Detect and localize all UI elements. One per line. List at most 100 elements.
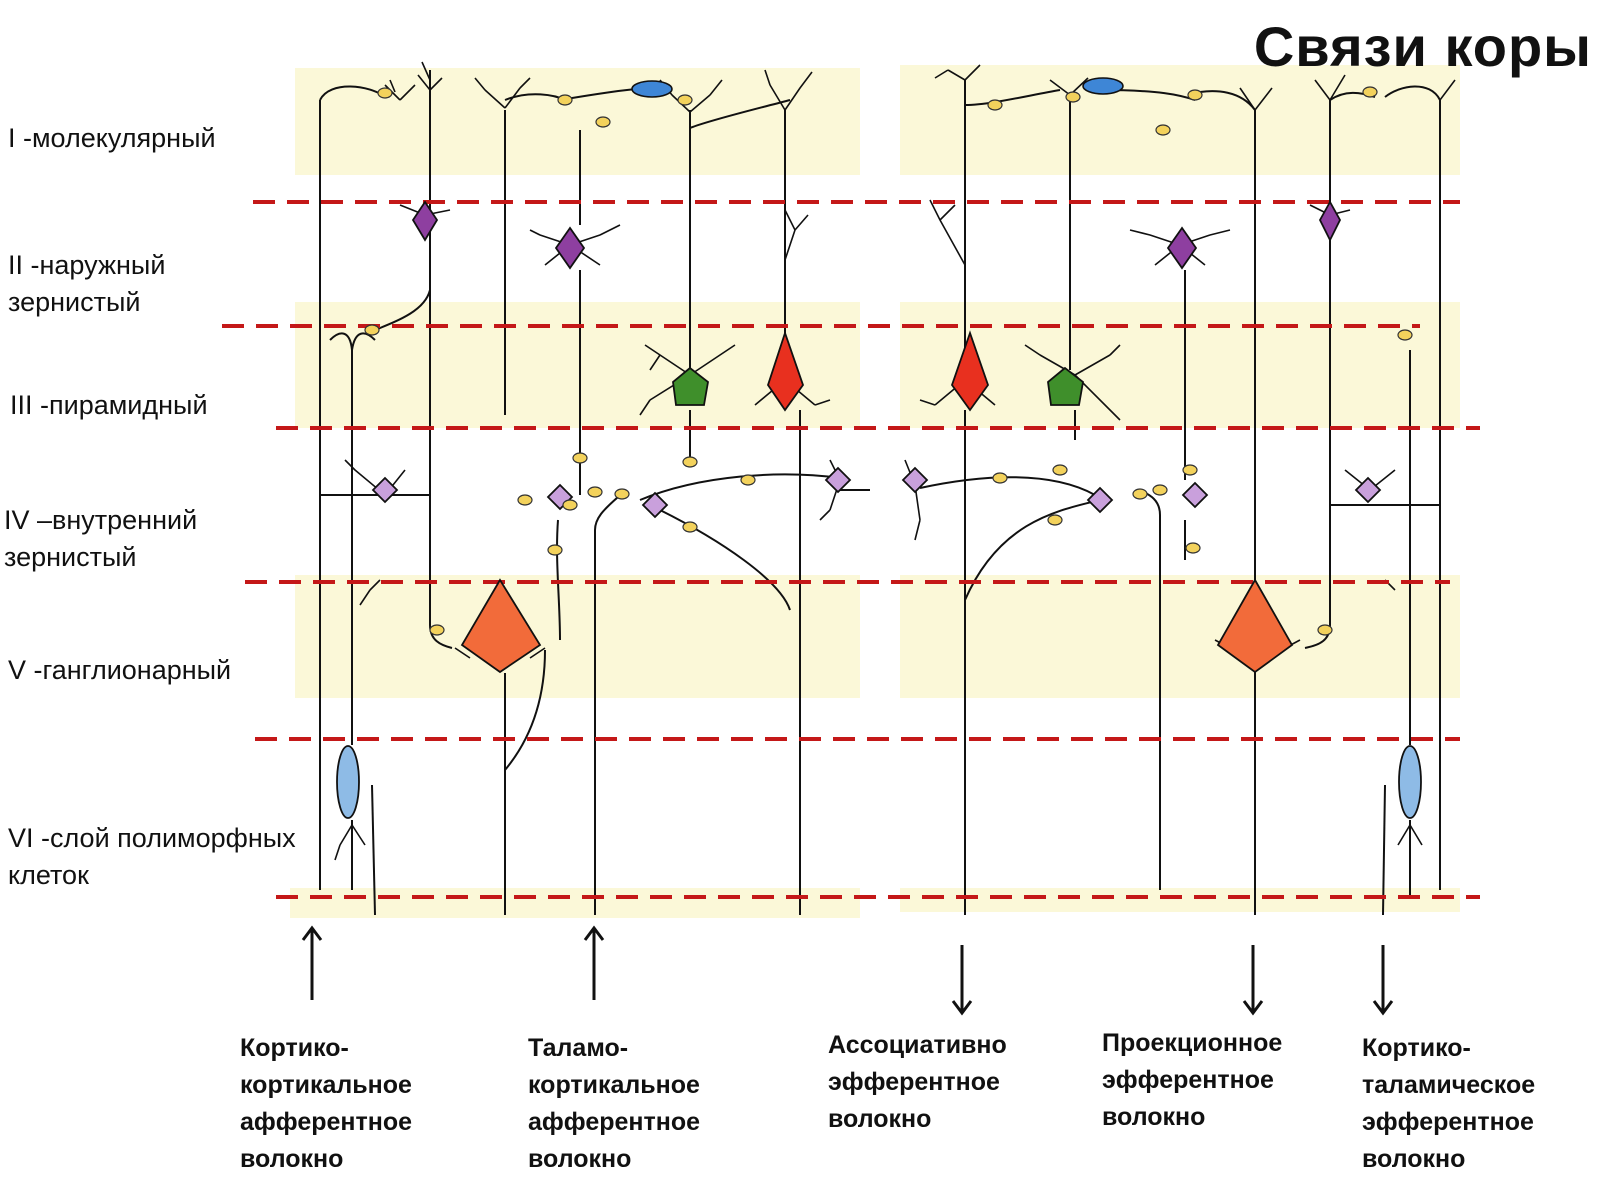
layer-band: [900, 888, 1460, 912]
axon-fiber: [919, 476, 1096, 496]
layer-label-1: I -молекулярный: [8, 123, 216, 153]
synapse-bouton: [1155, 124, 1171, 136]
synapse-bouton: [1152, 484, 1168, 496]
stellate-cell-small: [1086, 486, 1114, 514]
arrow-head: [1372, 1000, 1394, 1016]
synapse-bouton: [429, 624, 445, 636]
arrow-down-icon: [1372, 945, 1394, 1016]
dendrite-branch: [1239, 87, 1273, 111]
synapse-bouton: [682, 456, 698, 468]
dendrite-branch: [929, 199, 966, 266]
synapse-bouton: [1397, 329, 1413, 341]
pyramidal-neuron-red: [767, 330, 805, 412]
arrow-head: [301, 925, 323, 941]
arrow-down-icon: [1242, 945, 1264, 1016]
layer-label-2: II -наружный зернистый: [8, 250, 166, 317]
fiber-arrows: [301, 925, 1394, 1016]
layer-bands: [290, 65, 1460, 918]
dendrite-branch: [764, 69, 813, 111]
arrow-up-icon: [301, 925, 323, 1000]
layer-band: [900, 302, 1460, 428]
axon-fiber: [594, 494, 621, 915]
stellate-cell-small: [371, 476, 399, 504]
granule-cell: [1318, 200, 1342, 243]
dendrite-branch: [474, 77, 531, 109]
dendrite-branch: [1397, 824, 1423, 846]
synapse-bouton: [740, 474, 756, 486]
arrow-head: [951, 1000, 973, 1016]
layer-band: [900, 65, 1460, 175]
stellate-cell-small: [1181, 481, 1209, 509]
synapse-bouton: [364, 324, 380, 336]
synapse-bouton: [682, 521, 698, 533]
fiber-label-cortico-cortical: Кортико- кортикальное афферентное волокн…: [240, 1034, 413, 1173]
axon-fiber: [1384, 85, 1441, 101]
dendrite-branch: [454, 647, 546, 659]
pyramidal-neuron-red: [950, 330, 990, 412]
granule-cell: [411, 200, 439, 242]
synapse-bouton: [992, 472, 1008, 484]
ganglionic-pyramid-orange: [460, 578, 542, 674]
synapse-bouton: [1052, 464, 1068, 476]
stellate-neuron-green: [672, 366, 709, 406]
synapse-bouton: [1185, 542, 1201, 554]
dendrite-branch: [934, 64, 981, 81]
synapse-bouton: [1362, 86, 1378, 98]
axon-fiber: [429, 70, 453, 649]
axon-fiber: [371, 784, 376, 916]
stellate-cell-small: [1354, 476, 1382, 504]
fiber-label-cortico-thalamic: Кортико- таламическое эфферентное волокн…: [1362, 1034, 1536, 1173]
synapse-bouton: [1047, 514, 1063, 526]
arrow-up-icon: [583, 925, 605, 1000]
axon-fiber: [639, 473, 841, 501]
axon-fiber: [504, 649, 546, 771]
axon-fiber: [964, 89, 1061, 106]
synapse-bouton: [1182, 464, 1198, 476]
layer-label-3: III -пирамидный: [10, 390, 208, 420]
fiber-label-associative: Ассоциативно эфферентное волокно: [828, 1031, 1007, 1133]
axon-fiber: [659, 509, 791, 611]
dendrite-branch: [1129, 229, 1231, 246]
dendrite-branch: [1314, 74, 1346, 101]
layer-label-6: VI -слой полиморфных клеток: [8, 823, 296, 890]
fiber-label-thalamo-cortical: Таламо- кортикальное афферентное волокно: [528, 1034, 701, 1173]
stellate-cell-small: [824, 466, 852, 494]
neuron-cells: [336, 77, 1422, 819]
layer-band: [295, 68, 860, 175]
synapse-bouton: [572, 452, 588, 464]
dendrite-branch: [529, 224, 621, 246]
horizontal-cell: [1082, 77, 1124, 95]
arrow-down-icon: [951, 945, 973, 1016]
axon-fiber: [1382, 784, 1386, 916]
dendrite-branch: [1439, 79, 1456, 101]
axon-fiber: [964, 499, 1101, 601]
axon-fiber: [1304, 100, 1331, 649]
synapse-bouton: [1132, 488, 1148, 500]
granule-cell: [554, 226, 586, 270]
stellate-cell-small: [641, 491, 669, 519]
granule-cell: [1166, 226, 1198, 270]
neuron-fibers: [319, 70, 1441, 916]
arrow-head: [583, 925, 605, 941]
horizontal-cell: [631, 80, 673, 98]
stellate-cell-small: [901, 466, 929, 494]
synapse-bouton: [677, 94, 693, 106]
synapse-bouton: [1187, 89, 1203, 101]
axon-fiber: [374, 289, 431, 331]
synapse-bouton: [562, 499, 578, 511]
synapse-bouton: [1065, 91, 1081, 103]
axon-fiber: [329, 332, 376, 351]
fiber-label-projection: Проекционное эфферентное волокно: [1102, 1029, 1283, 1131]
synapse-bouton: [1317, 624, 1333, 636]
axon-fiber: [1199, 90, 1256, 111]
layer-band: [290, 888, 860, 918]
synapse-bouton: [614, 488, 630, 500]
dendrite-branch: [334, 824, 366, 861]
stellate-neuron-green: [1047, 366, 1084, 406]
layer-band: [295, 302, 860, 428]
synapse-bouton: [987, 99, 1003, 111]
arrow-head: [1242, 1000, 1264, 1016]
dendrite-branch: [417, 61, 443, 120]
fusiform-cell-blue: [1398, 745, 1422, 819]
